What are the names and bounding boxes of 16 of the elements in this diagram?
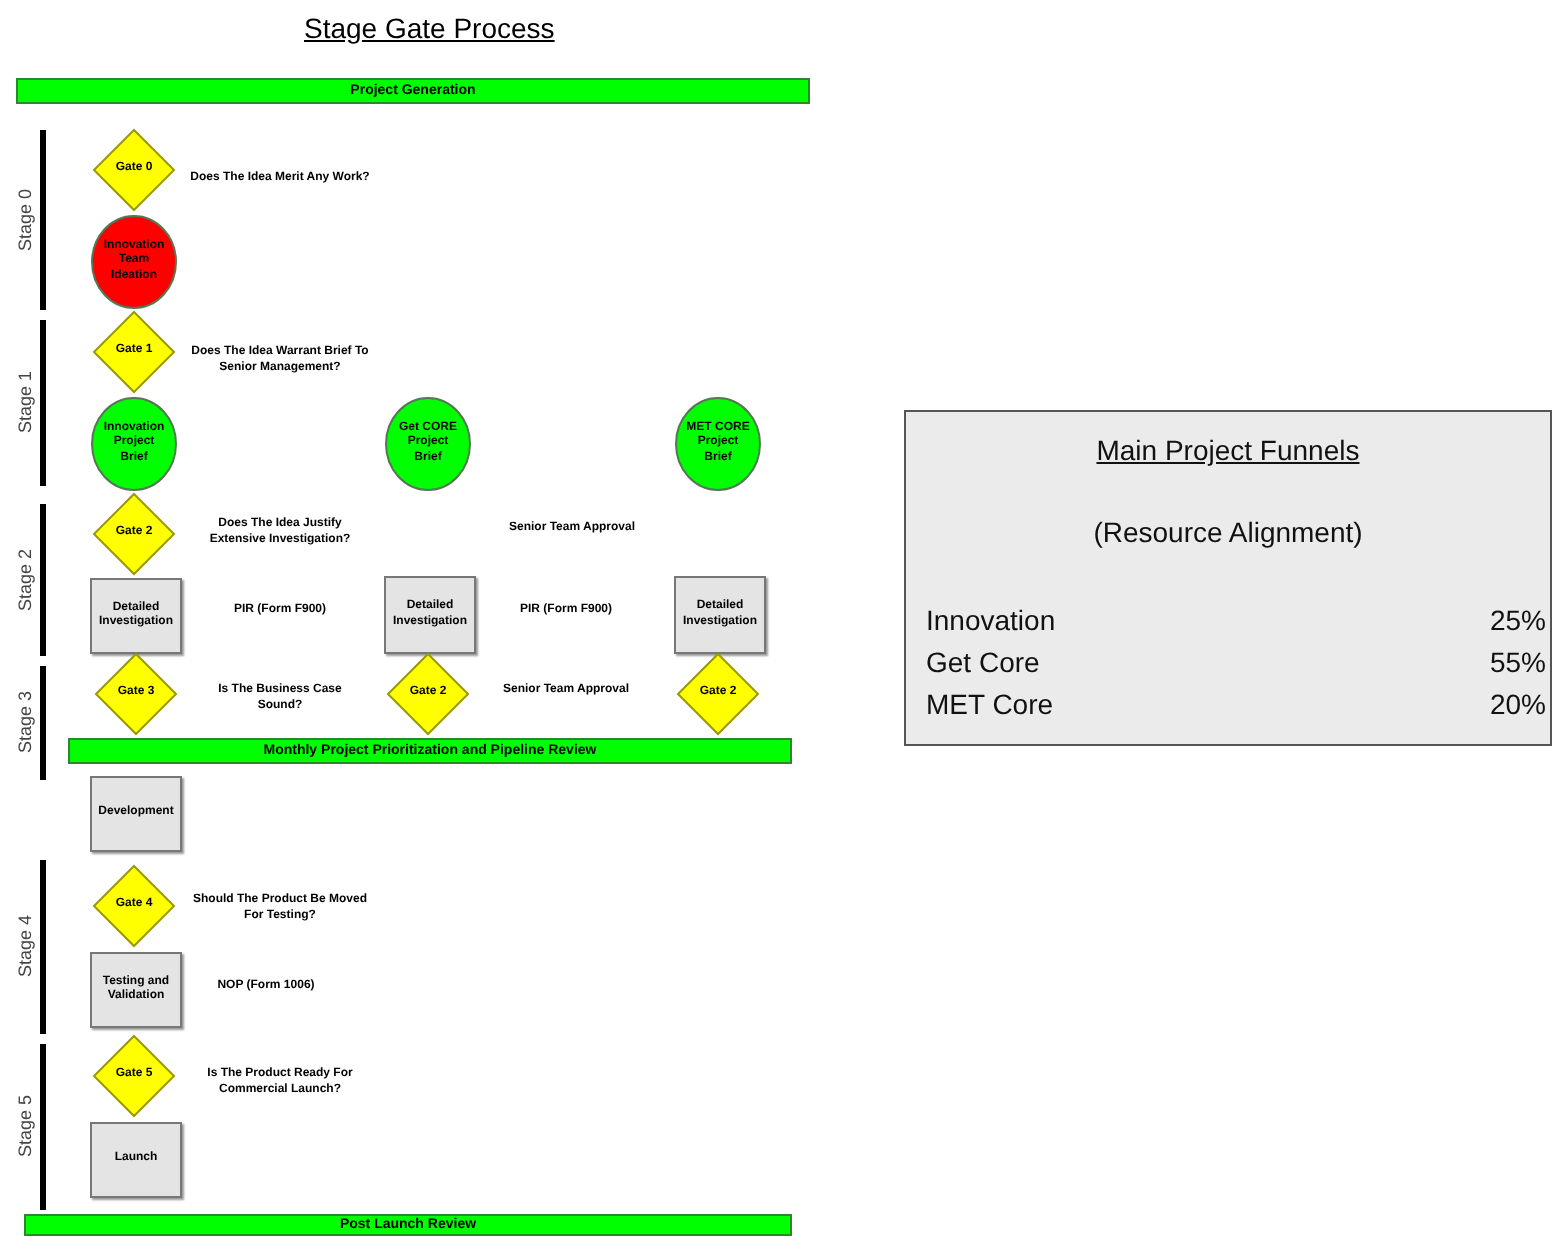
stage-label: Stage 2 <box>14 548 35 612</box>
funnel-name: Get Core <box>926 646 1040 678</box>
stage-label: Stage 1 <box>14 370 35 434</box>
funnel-name: MET Core <box>926 688 1054 720</box>
panel-subtitle: (Resource Alignment) <box>1093 516 1363 548</box>
stage-label: Stage 0 <box>14 188 35 252</box>
funnel-share: 25% <box>1489 604 1546 636</box>
funnel-share: 55% <box>1489 646 1546 678</box>
funnel-share: 20% <box>1489 688 1546 720</box>
title: Stage Gate Process <box>304 12 555 44</box>
stage-label: Stage 4 <box>14 914 35 978</box>
funnel-name: Innovation <box>926 604 1056 636</box>
funnel-panel <box>904 410 1552 746</box>
stage-label: Stage 3 <box>14 690 35 754</box>
panel-heading: Main Project Funnels <box>1096 434 1360 466</box>
stage-label: Stage 5 <box>14 1094 35 1158</box>
